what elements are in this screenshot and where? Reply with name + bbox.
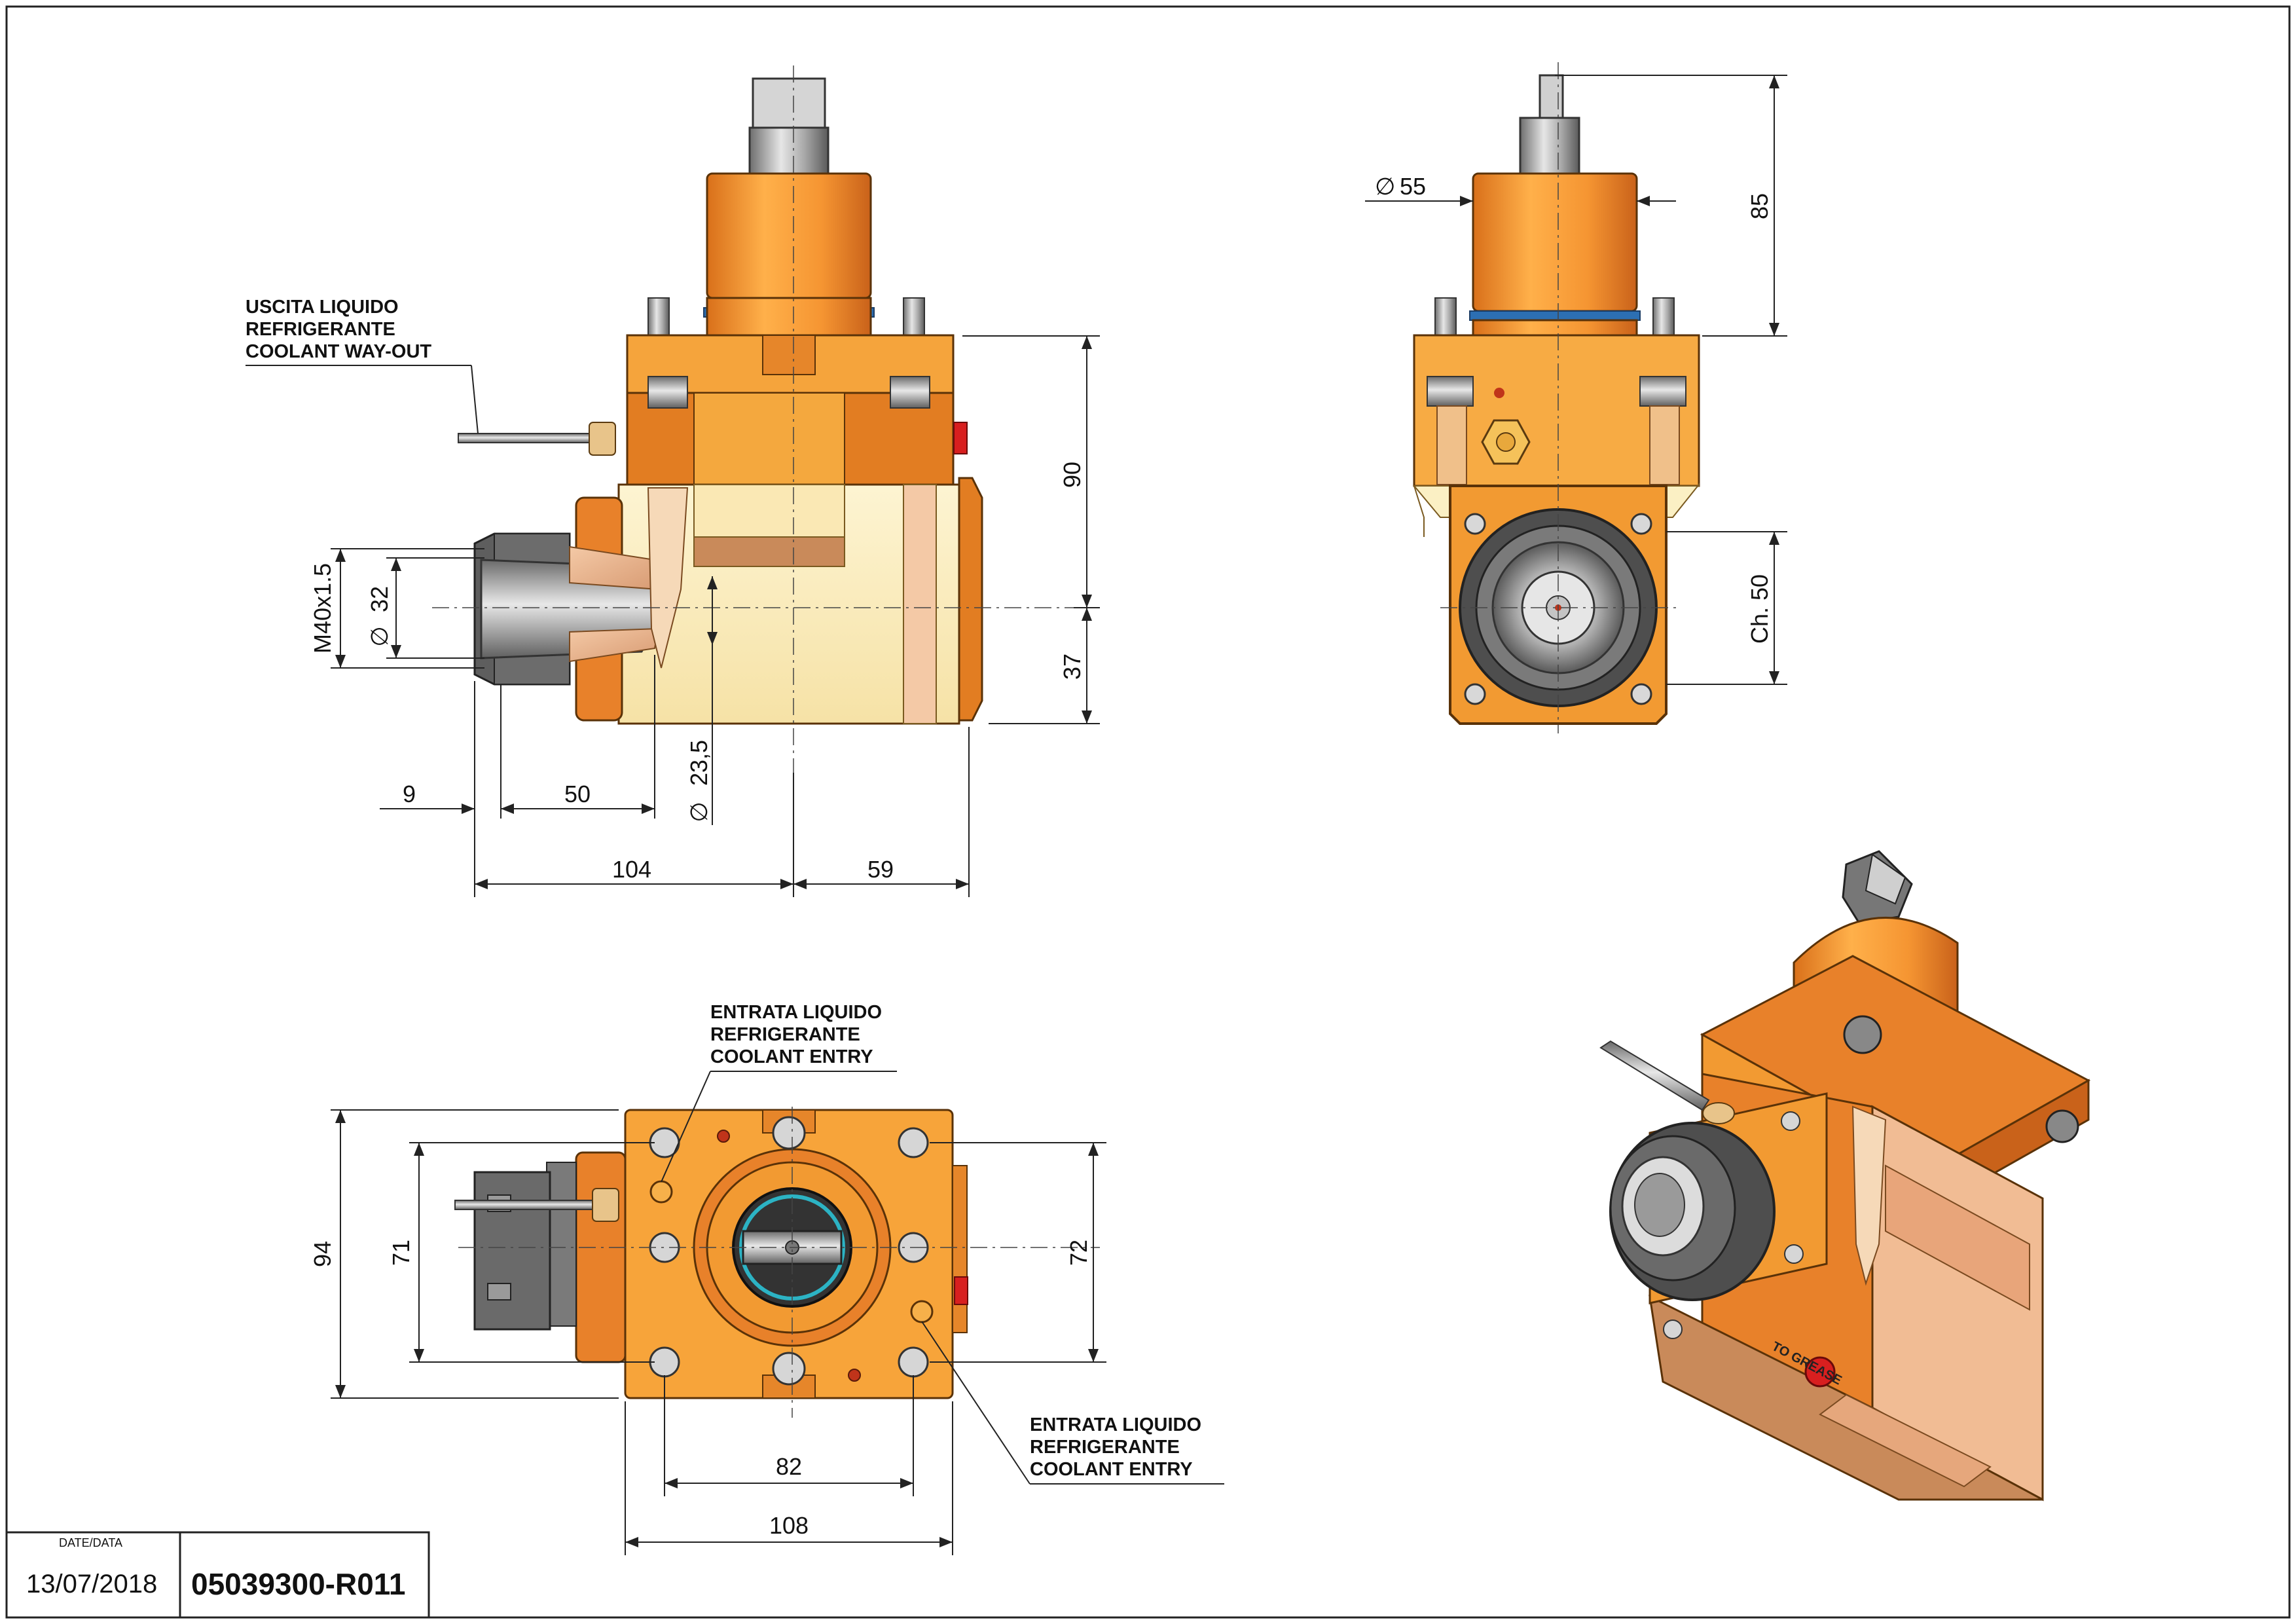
top-collet-nut: [473, 1171, 551, 1331]
side-red-plug: [953, 422, 968, 454]
top-view: 94 71 72 82 108 ENTRATA LIQUIDO REFRIGER…: [309, 1002, 1224, 1555]
dim-72: 72: [1065, 1240, 1092, 1266]
side-drive-shaft: [752, 77, 826, 132]
svg-text:COOLANT ENTRY: COOLANT ENTRY: [710, 1046, 873, 1067]
svg-text:REFRIGERANTE: REFRIGERANTE: [246, 319, 395, 340]
isometric-view: TO GREASE: [1599, 850, 2091, 1502]
side-coolant-pipe: [458, 433, 593, 443]
dim-104: 104: [612, 856, 651, 883]
dim-90: 90: [1059, 462, 1085, 488]
title-block: DATE/DATA 13/07/2018 05039300-R011: [5, 1531, 430, 1619]
top-bolts: [649, 1116, 929, 1386]
dim-d55-symbol: ∅: [1375, 173, 1395, 200]
iso-red-grease-point: [1804, 1356, 1836, 1388]
top-coolant-entry-port-1: [649, 1180, 673, 1204]
dim-9: 9: [403, 781, 416, 807]
side-right-cap: [958, 477, 983, 722]
dim-d55: 55: [1400, 173, 1426, 200]
side-view: 90 37 M40x1.5 ∅ 32 ∅ 23,5 9 50: [246, 65, 1100, 897]
note-coolant-way-out: USCITA LIQUIDO REFRIGERANTE COOLANT WAY-…: [246, 297, 479, 434]
front-seal-ring: [1469, 310, 1641, 321]
dim-94: 94: [309, 1241, 336, 1267]
top-coolant-pipe: [454, 1200, 600, 1210]
top-red-plug: [954, 1276, 968, 1305]
side-stud-left: [647, 297, 670, 338]
date-value: 13/07/2018: [26, 1570, 157, 1598]
top-dimensions: 94 71 72 82 108: [309, 1109, 1106, 1555]
drawing-code: 05039300-R011: [191, 1567, 405, 1601]
dim-71: 71: [388, 1240, 414, 1266]
dim-50: 50: [564, 781, 591, 807]
dim-ch50: Ch. 50: [1746, 574, 1773, 644]
front-drive-shaft: [1539, 74, 1564, 122]
dim-d23-symbol: ∅: [685, 802, 712, 822]
dim-108: 108: [769, 1512, 809, 1539]
dim-59: 59: [867, 856, 894, 883]
side-dimensions: 90 37 M40x1.5 ∅ 32 ∅ 23,5 9 50: [309, 335, 1100, 897]
side-coolant-nozzle: [647, 487, 689, 669]
front-cylinder-housing: [1472, 172, 1638, 312]
top-coolant-entry-port-2: [910, 1300, 934, 1323]
dim-d32: 32: [366, 586, 393, 612]
svg-text:USCITA LIQUIDO: USCITA LIQUIDO: [246, 297, 399, 318]
dim-37: 37: [1059, 654, 1085, 680]
dim-82: 82: [776, 1453, 802, 1480]
dim-85: 85: [1746, 193, 1773, 219]
sheet-border: [5, 5, 2291, 1619]
side-cylinder-housing: [706, 172, 872, 299]
iso-coolant-pipe: [1599, 1040, 1710, 1111]
note-coolant-entry-top: ENTRATA LIQUIDO REFRIGERANTE COOLANT ENT…: [661, 1002, 897, 1183]
side-stud-right: [903, 297, 925, 338]
svg-text:COOLANT WAY-OUT: COOLANT WAY-OUT: [246, 341, 431, 362]
svg-text:REFRIGERANTE: REFRIGERANTE: [710, 1024, 860, 1045]
note-coolant-entry-bottom: ENTRATA LIQUIDO REFRIGERANTE COOLANT ENT…: [921, 1321, 1224, 1485]
dim-m40: M40x1.5: [309, 563, 336, 654]
dim-d23: 23,5: [685, 740, 712, 786]
svg-text:ENTRATA LIQUIDO: ENTRATA LIQUIDO: [1030, 1414, 1201, 1435]
front-view: ∅ 55 85 Ch. 50: [1365, 62, 1787, 733]
dim-d32-symbol: ∅: [366, 626, 393, 646]
svg-text:REFRIGERANTE: REFRIGERANTE: [1030, 1437, 1180, 1458]
svg-text:ENTRATA LIQUIDO: ENTRATA LIQUIDO: [710, 1002, 882, 1023]
svg-text:COOLANT ENTRY: COOLANT ENTRY: [1030, 1459, 1193, 1480]
date-label: DATE/DATA: [59, 1536, 122, 1549]
